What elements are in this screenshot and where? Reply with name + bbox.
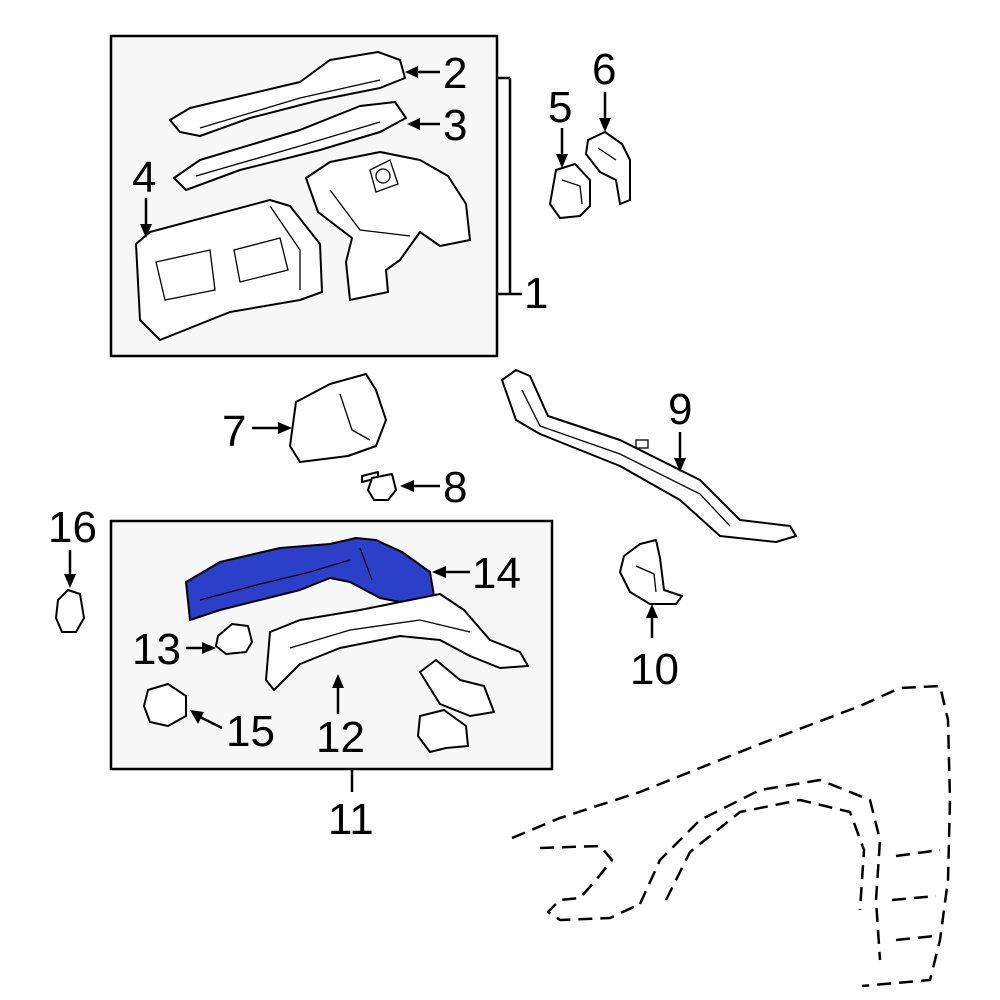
part-8-bolt[interactable] [361,471,397,501]
part-12-lower-rail[interactable] [265,593,529,691]
callout-13: 13 [132,625,181,674]
part-4-apron-panel[interactable] [135,199,323,341]
part-13-clip[interactable] [215,623,253,655]
callout-4: 4 [132,153,156,202]
bracket-small-b[interactable] [417,709,469,753]
callout-3: 3 [443,101,467,150]
part-10-bracket[interactable] [619,539,683,605]
callout-14: 14 [472,549,521,598]
callout-6: 6 [592,45,616,94]
arrowhead-9 [674,458,686,472]
part-15-bracket[interactable] [143,683,187,727]
arrowhead-5 [556,154,568,168]
arrowhead-13 [202,642,216,654]
arrowhead-3 [407,118,420,130]
callout-15: 15 [226,707,275,756]
callout-12: 12 [316,713,365,762]
part-9-crossmember[interactable] [501,369,797,543]
callout-2: 2 [443,49,467,98]
callout-10: 10 [630,645,679,694]
arrowhead-14 [432,566,446,578]
callout-7: 7 [222,407,246,456]
fender-outline-dashed [511,684,952,988]
arrowhead-7 [278,422,292,434]
callout-1: 1 [524,269,548,318]
arrowhead-6 [599,118,611,132]
arrowhead-16 [64,574,76,588]
callout-11: 11 [328,795,374,844]
part-5-bracket[interactable] [549,163,591,219]
part-1-shock-tower[interactable] [305,151,471,301]
part-3-lower-rail[interactable] [173,101,407,191]
part-6-bracket[interactable] [585,131,631,205]
part-2-upper-rail[interactable] [169,51,406,137]
arrowhead-4 [140,224,152,238]
arrow-15 [197,714,223,730]
callout-16: 16 [48,503,97,552]
part-7-splash-shield[interactable] [289,373,387,463]
arrowhead-12 [332,674,344,688]
callout-9: 9 [668,385,692,434]
arrowhead-10 [646,604,658,618]
arrowhead-2 [405,66,418,78]
part-16-clip[interactable] [55,589,85,633]
callout-5: 5 [548,83,572,132]
arrowhead-8 [400,480,414,492]
callout-8: 8 [443,463,467,512]
arrowhead-15 [190,710,204,724]
bracket-small-a[interactable] [419,659,495,717]
